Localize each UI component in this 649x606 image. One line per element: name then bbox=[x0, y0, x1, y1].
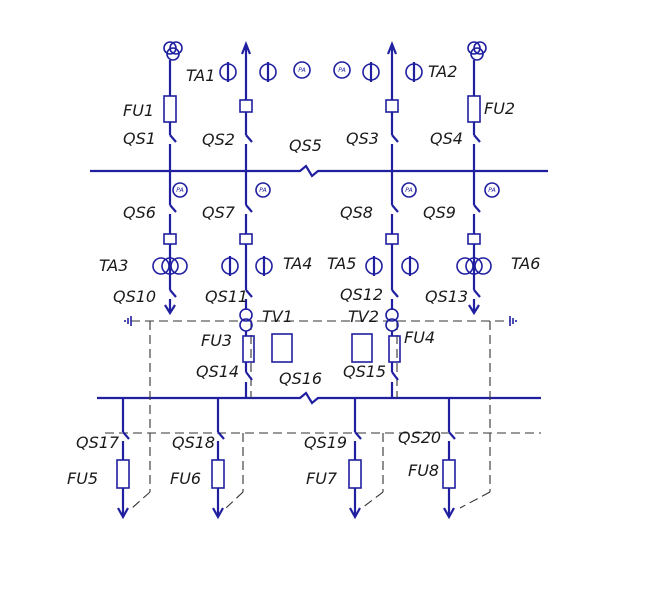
label-qs18: QS18 bbox=[172, 433, 215, 452]
label-ta3: TA3 bbox=[99, 256, 128, 275]
meter-label: PA bbox=[338, 67, 345, 74]
lower-busbar bbox=[97, 391, 541, 405]
label-qs4: QS4 bbox=[430, 129, 463, 148]
label-fu8: FU8 bbox=[408, 461, 439, 480]
outgoing-feeder-3 bbox=[348, 398, 362, 520]
label-ta2: TA2 bbox=[428, 62, 457, 81]
ground-icon bbox=[124, 316, 517, 326]
meter-label: PA bbox=[176, 187, 183, 194]
label-qs19: QS19 bbox=[304, 433, 347, 452]
label-qs13: QS13 bbox=[425, 287, 468, 306]
label-qs20: QS20 bbox=[398, 428, 441, 447]
feeder-column-3 bbox=[333, 41, 423, 398]
meter-label: PA bbox=[488, 187, 495, 194]
feeder-column-2 bbox=[219, 41, 311, 398]
label-qs12: QS12 bbox=[340, 285, 383, 304]
component-labels: TA1 TA2 FU1 FU2 QS1 QS2 QS3 QS4 QS5 QS6 … bbox=[67, 62, 540, 488]
label-qs9: QS9 bbox=[423, 203, 456, 222]
outgoing-feeder-1 bbox=[116, 398, 130, 520]
label-qs11: QS11 bbox=[205, 287, 248, 306]
meter-label: PA bbox=[405, 187, 412, 194]
label-qs5: QS5 bbox=[289, 136, 322, 155]
label-fu3: FU3 bbox=[201, 331, 232, 350]
label-tv1: TV1 bbox=[262, 307, 293, 326]
label-qs6: QS6 bbox=[123, 203, 156, 222]
label-ta4: TA4 bbox=[283, 254, 312, 273]
meter-label: PA bbox=[259, 187, 266, 194]
label-fu1: FU1 bbox=[123, 101, 154, 120]
label-ta6: TA6 bbox=[511, 254, 540, 273]
label-fu5: FU5 bbox=[67, 469, 98, 488]
label-fu2: FU2 bbox=[484, 99, 515, 118]
label-qs14: QS14 bbox=[196, 362, 239, 381]
label-qs15: QS15 bbox=[343, 362, 386, 381]
upper-busbar bbox=[90, 164, 548, 178]
outgoing-feeder-2 bbox=[211, 398, 225, 520]
label-qs3: QS3 bbox=[346, 129, 379, 148]
outgoing-feeder-4 bbox=[442, 398, 456, 520]
label-ta1: TA1 bbox=[186, 66, 215, 85]
label-qs16: QS16 bbox=[279, 369, 322, 388]
label-qs1: QS1 bbox=[123, 129, 156, 148]
label-tv2: TV2 bbox=[348, 307, 379, 326]
label-fu6: FU6 bbox=[170, 469, 201, 488]
label-qs10: QS10 bbox=[113, 287, 156, 306]
feeder-column-1 bbox=[152, 41, 188, 316]
label-fu7: FU7 bbox=[306, 469, 338, 488]
label-ta5: TA5 bbox=[327, 254, 356, 273]
label-qs7: QS7 bbox=[202, 203, 236, 222]
label-qs17: QS17 bbox=[76, 433, 120, 452]
dashed-lines bbox=[105, 320, 541, 509]
feeder-column-4 bbox=[456, 41, 500, 316]
label-qs8: QS8 bbox=[340, 203, 373, 222]
label-qs2: QS2 bbox=[202, 130, 235, 149]
meter-label: PA bbox=[298, 67, 305, 74]
label-fu4: FU4 bbox=[404, 328, 435, 347]
